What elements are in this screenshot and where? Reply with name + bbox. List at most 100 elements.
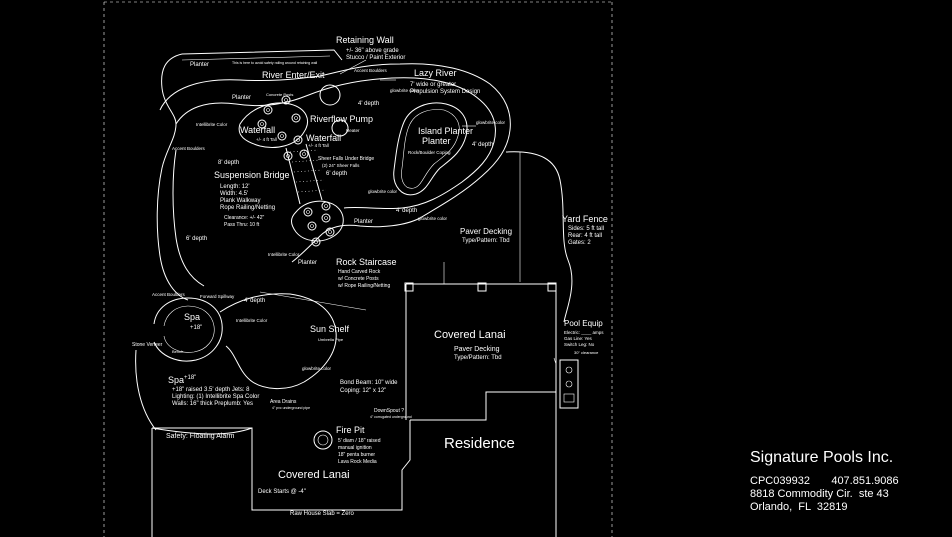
label-sheer-falls: Sheer Falls Under Bridge [318,156,374,162]
label-planter: Planter [232,95,251,101]
label-glowbrite: glowbrite color [302,366,332,371]
label-rock-staircase-detail: w/ Rope Railing/Netting [338,283,390,289]
deck-and-fence [259,151,573,323]
residence-footprint [151,282,557,537]
label-depth: 4' depth [472,142,493,148]
label-pool-equip-detail: Electric: ____ amps [564,330,604,335]
label-stone-veneer: Stone Veneer [132,342,163,348]
label-yard-fence-detail: Sides: 5 ft tall [568,226,604,232]
label-equip-clearance: 30" clearance [574,350,599,355]
label-depth: 4' depth [396,208,417,214]
label-area-drains-detail: 4" pvc underground pipe [272,406,310,410]
label-glowbrite: glowbrite color [390,88,420,93]
label-glowbrite: glowbrite color [368,189,398,194]
label-rock-staircase: Rock Staircase [336,257,397,267]
label-river-enter-exit: River Enter/Exit [262,70,325,80]
label-pool-equip: Pool Equip [564,319,603,328]
label-bridge-detail: Pass Thru: 10 ft [224,222,260,228]
label-accent-boulders: Accent Boulders [152,292,186,297]
label-sheer-falls-detail: (2) 24" Sheer Falls [322,163,360,168]
label-accent-boulders: Accent Boulders [172,146,206,151]
label-intellibrite: Intellibrite Color [268,252,300,257]
title-block: CPC039932 407.851.9086 8818 Commodity Ci… [750,475,899,514]
label-depth: 8' depth [218,160,239,166]
concrete-posts [257,95,335,247]
label-safety: Safety: Floating Alarm [166,433,235,440]
label-forward-spillway: Forward Spillway [200,294,235,299]
label-sun-shelf: Sun Shelf [310,324,350,334]
label-yard-fence-detail: Rear: 4 ft tall [568,233,602,239]
label-retaining-wall: Retaining Wall [336,35,394,45]
label-spa-detail: Walls: 16" thick Preplumb: Yes [172,401,253,407]
label-planter-note: This is here to avoid safety railing aro… [232,61,317,65]
label-concrete-posts: Concrete Posts [266,92,293,97]
label-glowbrite: glowbrite color [476,120,506,125]
waterfall-rocks [238,84,349,242]
label-spa-raised: +18" [184,375,196,381]
label-covered-lanai: Covered Lanai [434,329,506,341]
label-spa-detail: +18" raised 3.5' depth Jets: 8 [172,387,250,393]
label-island-planter: Island Planter [418,126,473,136]
label-bridge-detail: Rope Railing/Netting [220,205,275,211]
label-yard-fence-detail: Gates: 2 [568,240,591,246]
label-depth: 6' depth [326,171,347,177]
label-intellibrite: Intellibrite Color [196,122,228,127]
label-fire-pit-detail: manual ignition [338,445,372,451]
license-phone: CPC039932 407.851.9086 [750,475,899,487]
label-covered-lanai: Covered Lanai [278,469,350,481]
label-spa: Spa [184,312,200,322]
label-retaining-wall-detail: +/- 36" above grade [346,48,399,54]
label-fire-pit: Fire Pit [336,425,365,435]
label-fire-pit-detail: Lava Rock Media [338,459,377,465]
label-pool-equip-detail: Gas Line: Yes [564,336,593,341]
spa-outline [135,297,223,431]
label-area-drains: Area Drains [270,399,297,405]
label-spa: Spa [168,375,184,385]
label-lazy-river-detail: Propulsion System Design [410,89,480,95]
label-coping: Coping: 12" x 12" [340,388,386,394]
label-deck-starts: Deck Starts @ -4" [258,489,306,495]
label-riverflow-pump: Riverflow Pump [310,114,373,124]
label-rock-staircase-detail: w/ Concrete Posts [338,276,379,282]
retaining-wall-outline [161,49,343,169]
label-raw-house-slab: Raw House Slab = Zero [290,511,355,517]
label-paver-type: Type/Pattern: Tbd [454,355,502,361]
label-waterfall: Waterfall [240,125,275,135]
label-bridge-detail: Length: 12' [220,184,250,190]
label-intellibrite: Intellibrite Color [236,318,268,323]
label-paver-decking: Paver Decking [460,227,512,236]
label-planter: Planter [354,219,373,225]
label-residence: Residence [444,435,515,452]
label-bridge-detail: Clearance: +/- 42" [224,215,264,221]
label-lazy-river: Lazy River [414,68,457,78]
fire-pit [313,430,333,450]
lazy-river-outline [156,63,511,389]
label-planter: Planter [298,260,317,266]
label-downspout-detail: 4" corrugated underground [370,415,412,419]
label-fire-pit-detail: 18" penta burner [338,452,375,458]
label-tall: +/- 4 ft Tall [256,137,277,142]
label-pool-equip-detail: Switch Leg: No [564,342,595,347]
label-lazy-river-detail: 7' wide or greater [410,82,456,88]
label-downspout: DownSpout ? [374,408,404,414]
city-state-zip: Orlando, FL 32819 [750,501,848,513]
label-rock-boulder-coping: Rock/Boulder Coping [408,150,451,155]
street-address: 8818 Commodity Cir. ste 43 [750,488,889,500]
island-planter [393,102,468,196]
label-planter: Planter [190,62,209,68]
company-name: Signature Pools Inc. [750,449,894,466]
label-retaining-wall-detail: Stucco / Paint Exterior [346,55,405,61]
label-bridge-detail: Plank Walkway [220,198,260,204]
suspension-bridge [285,143,327,205]
label-glowbrite: glowbrite color [418,216,448,221]
label-fire-pit-detail: 5' diam / 18" raised [338,438,381,444]
label-spa-detail: Lighting: (1) Intellibrite Spa Color [172,394,259,400]
plan-labels: Retaining Wall +/- 36" above grade Stucc… [132,35,608,517]
label-depth: 4' depth [358,101,379,107]
label-depth: 6' depth [186,236,207,242]
label-bond-beam: Bond Beam: 10" wide [340,380,398,386]
label-paver-type: Type/Pattern: Tbd [462,238,510,244]
label-depth: 4' depth [244,298,265,304]
label-island-planter-2: Planter [422,136,451,146]
